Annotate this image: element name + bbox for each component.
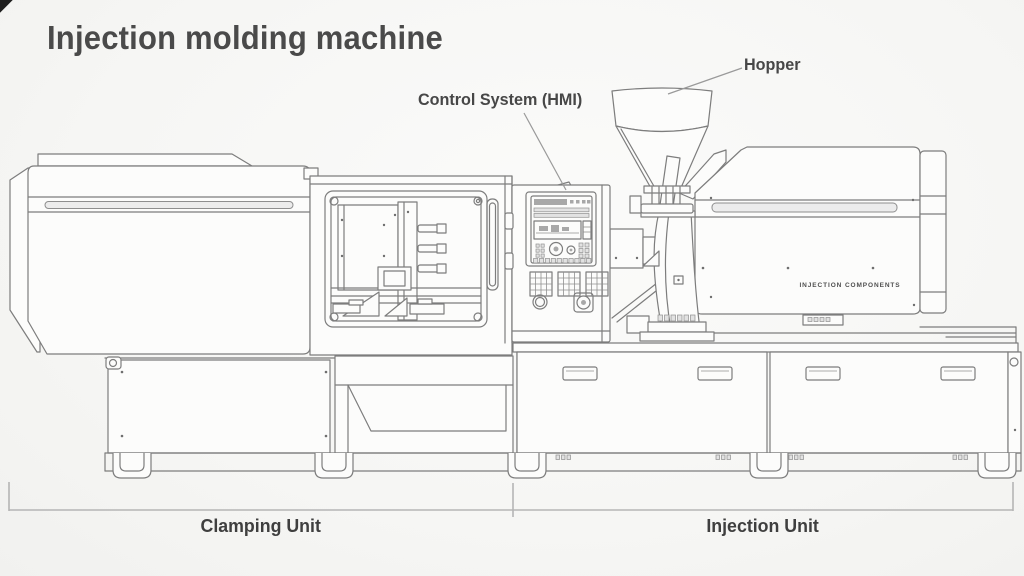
injection-unit-label: Injection Unit [513, 515, 1013, 537]
barrel-and-carriage [609, 185, 715, 342]
injection-unit-label-text: Injection Unit [706, 515, 820, 536]
unit-bracket [8, 482, 1014, 517]
clamping-unit-label: Clamping Unit [9, 515, 513, 537]
leader-lines [523, 67, 743, 191]
hmi-keypad [529, 271, 609, 297]
injection-components-text: INJECTION COMPONENTS [799, 282, 901, 289]
machine-base [104, 314, 1022, 479]
mold-clamp-area [309, 175, 513, 356]
hopper-leader-line [667, 67, 743, 95]
hmi-screen-panel [525, 191, 597, 267]
control-system-hmi-label: Control System (HMI) [418, 90, 583, 109]
hopper [611, 87, 713, 208]
hopper-label: Hopper [744, 55, 801, 74]
hmi-leader-line [523, 112, 567, 191]
clamping-unit-cover [9, 153, 319, 355]
injection-unit-housing [678, 146, 947, 315]
clamping-unit-label-text: Clamping Unit [200, 515, 322, 536]
page-title: Injection molding machine [47, 19, 443, 56]
machine-feet [112, 452, 1017, 479]
control-cabinet-hmi [504, 181, 611, 343]
